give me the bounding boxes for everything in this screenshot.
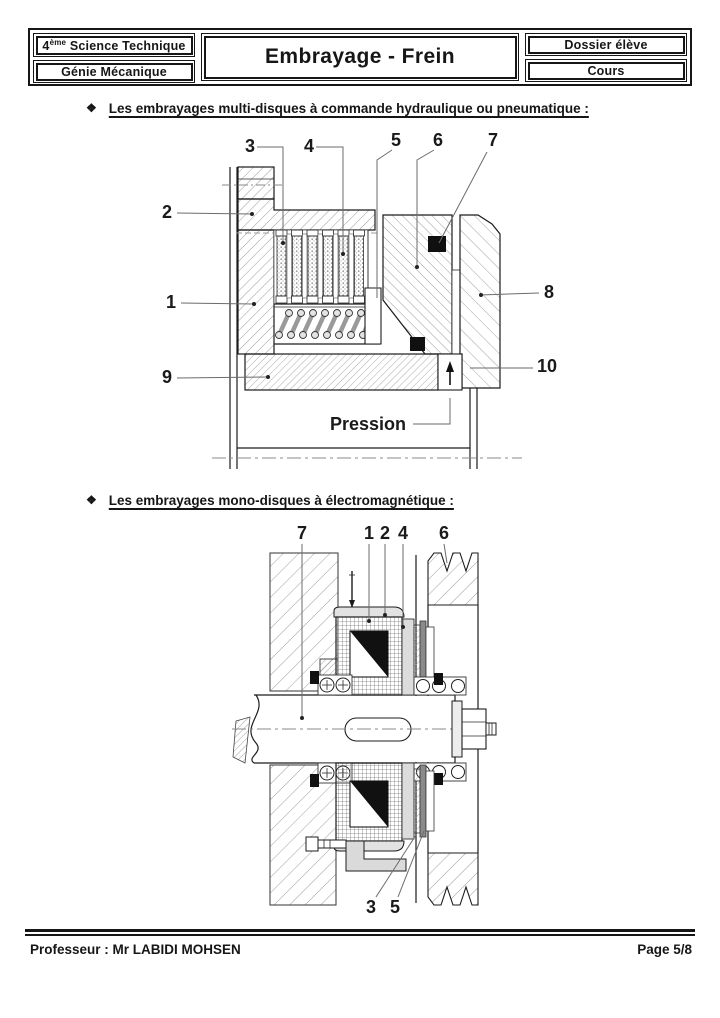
fig1-label-2: 2 — [162, 202, 172, 222]
header-class-label: 4ème Science Technique — [35, 35, 193, 55]
fig1-label-8: 8 — [544, 282, 554, 302]
header-cell-dossier: Dossier élève — [525, 33, 687, 56]
header-cell-class: 4ème Science Technique — [33, 33, 195, 58]
fig1-disc-pack — [273, 229, 372, 305]
header-cell-cours: Cours — [525, 59, 687, 82]
fig1-label-9: 9 — [162, 367, 172, 387]
header-subject-label: Génie Mécanique — [35, 62, 193, 81]
diamond-bullet-icon: ❖ — [86, 493, 97, 507]
fig2-shaft — [232, 694, 497, 764]
footer-professor: Professeur : Mr LABIDI MOHSEN — [30, 942, 241, 957]
fig2-label-2: 2 — [380, 523, 390, 543]
header-dossier-label: Dossier élève — [527, 35, 685, 54]
header-left-column: 4ème Science Technique Génie Mécanique — [33, 33, 195, 84]
figure-electromagnetic-clutch: 7 1 2 4 6 3 5 — [232, 523, 497, 915]
page-title: Embrayage - Frein — [203, 35, 517, 79]
fig1-label-7: 7 — [488, 130, 498, 150]
fig1-springs — [274, 306, 380, 345]
fig2-top-coil — [310, 571, 467, 696]
fig2-label-6: 6 — [439, 523, 449, 543]
fig1-label-6: 6 — [433, 130, 443, 150]
diamond-bullet-icon: ❖ — [86, 101, 97, 115]
footer-page-number: Page 5/8 — [637, 942, 692, 957]
fig2-label-3: 3 — [366, 897, 376, 915]
fig1-label-3: 3 — [245, 136, 255, 156]
fig1-label-5: 5 — [391, 130, 401, 150]
fig2-drawing — [232, 552, 497, 906]
fig2-label-1: 1 — [364, 523, 374, 543]
header-cell-subject: Génie Mécanique — [33, 60, 195, 84]
fig1-label-4: 4 — [304, 136, 314, 156]
figure-multidisc-clutch: Pression 3 4 5 6 7 2 1 9 8 10 — [162, 130, 557, 469]
fig1-callouts: 3 4 5 6 7 2 1 9 8 10 — [162, 130, 557, 387]
section-heading-multidisc: ❖ Les embrayages multi-disques à command… — [86, 101, 589, 116]
fig2-bottom-coil — [305, 762, 467, 872]
fig1-label-10: 10 — [537, 356, 557, 376]
fig2-label-5: 5 — [390, 897, 400, 915]
section2-title: Les embrayages mono-disques à électromag… — [108, 493, 454, 508]
section1-title: Les embrayages multi-disques à commande … — [108, 101, 589, 116]
fig1-label-1: 1 — [166, 292, 176, 312]
header-center-column: Embrayage - Frein — [201, 33, 519, 81]
footer: Professeur : Mr LABIDI MOHSEN Page 5/8 — [30, 942, 692, 957]
fig2-label-4: 4 — [398, 523, 408, 543]
header-right-column: Dossier élève Cours — [525, 33, 687, 82]
fig1-pression-label: Pression — [330, 414, 406, 434]
fig2-label-7: 7 — [297, 523, 307, 543]
footer-divider — [25, 929, 695, 936]
section-heading-monodisc: ❖ Les embrayages mono-disques à électrom… — [86, 493, 454, 508]
header-cell-title: Embrayage - Frein — [201, 33, 519, 81]
fig2-callouts: 7 1 2 4 6 3 5 — [297, 523, 449, 915]
header-cours-label: Cours — [527, 61, 685, 80]
header-table: 4ème Science Technique Génie Mécanique E… — [28, 28, 692, 86]
fig1-drawing — [212, 166, 522, 469]
